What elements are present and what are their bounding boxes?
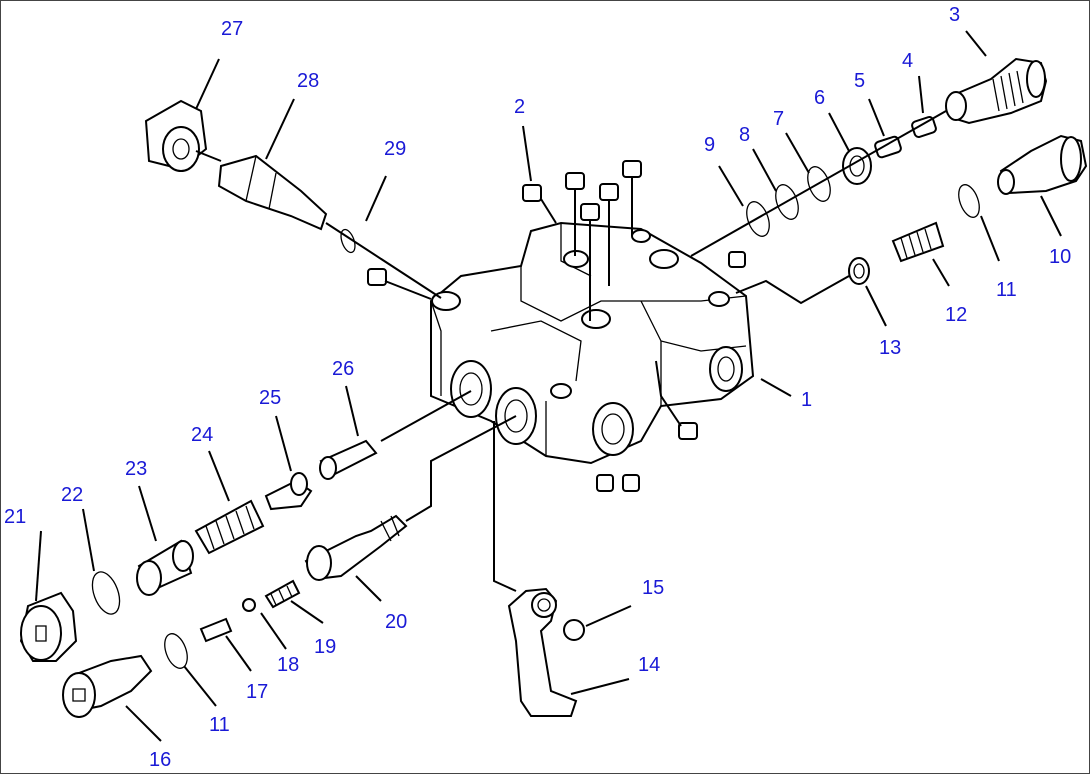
callout-21: 21 xyxy=(4,506,26,528)
callout-27: 27 xyxy=(221,18,243,40)
callout-20: 20 xyxy=(385,611,407,633)
callout-13: 13 xyxy=(879,337,901,359)
callout-12: 12 xyxy=(945,304,967,326)
callout-labels: 1 2 3 4 5 6 7 8 9 10 11 11 12 13 14 15 1… xyxy=(4,4,1071,771)
callout-18: 18 xyxy=(277,654,299,676)
relief-valve-group-right xyxy=(735,134,1088,305)
leader-lines xyxy=(35,30,1062,742)
callout-2: 2 xyxy=(514,96,525,118)
callout-14: 14 xyxy=(638,654,660,676)
callout-6: 6 xyxy=(814,87,825,109)
valve-body xyxy=(430,221,755,465)
spool-spring-group xyxy=(19,390,472,662)
lever-group xyxy=(493,421,585,717)
callout-23: 23 xyxy=(125,458,147,480)
callout-3: 3 xyxy=(949,4,960,26)
callout-16: 16 xyxy=(149,749,171,771)
cap-and-spool-group xyxy=(144,99,442,299)
check-valve-group xyxy=(62,415,517,718)
relief-valve-group-top xyxy=(690,57,1048,257)
callout-5: 5 xyxy=(854,70,865,92)
callout-19: 19 xyxy=(314,636,336,658)
callout-17: 17 xyxy=(246,681,268,703)
callout-15: 15 xyxy=(642,577,664,599)
callout-9: 9 xyxy=(704,134,715,156)
callout-25: 25 xyxy=(259,387,281,409)
callout-10: 10 xyxy=(1049,246,1071,268)
callout-24: 24 xyxy=(191,424,213,446)
callout-7: 7 xyxy=(773,108,784,130)
callout-29: 29 xyxy=(384,138,406,160)
callout-26: 26 xyxy=(332,358,354,380)
callout-8: 8 xyxy=(739,124,750,146)
callout-4: 4 xyxy=(902,50,913,72)
callout-1: 1 xyxy=(801,389,812,411)
callout-11-right: 11 xyxy=(996,279,1017,301)
callout-11-left: 11 xyxy=(209,714,230,736)
plugs-group xyxy=(367,160,746,492)
callout-22: 22 xyxy=(61,484,83,506)
callout-28: 28 xyxy=(297,70,319,92)
